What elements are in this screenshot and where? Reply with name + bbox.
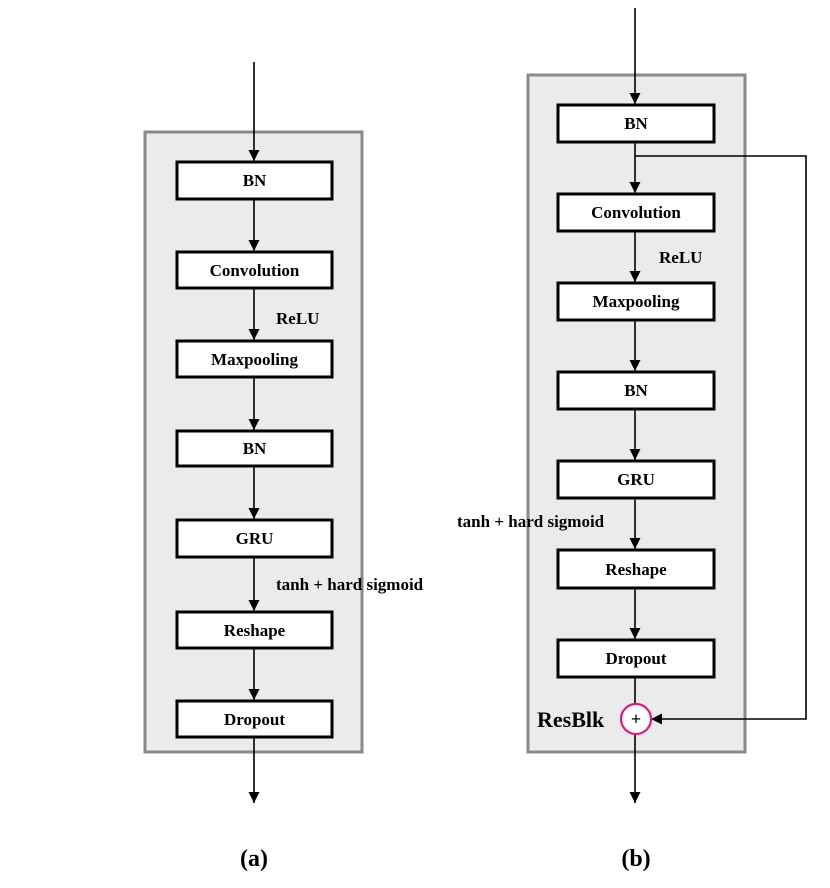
node-label: GRU — [236, 529, 274, 548]
annotation-activation: tanh + hard sigmoid — [457, 512, 605, 531]
node-b-dropout: Dropout — [556, 638, 716, 679]
node-label: BN — [243, 439, 267, 458]
node-b-maxpooling: Maxpooling — [556, 281, 716, 322]
node-a-convolution: Convolution — [175, 250, 334, 290]
node-label: BN — [243, 171, 267, 190]
annotation-activation: tanh + hard sigmoid — [276, 575, 424, 594]
diagram-a: BN Convolution Maxpooling BN GRU Reshape… — [143, 62, 424, 872]
node-a-dropout: Dropout — [175, 699, 334, 739]
node-label: BN — [624, 114, 648, 133]
node-label: Maxpooling — [593, 292, 680, 311]
node-label: Convolution — [210, 261, 300, 280]
node-label: Reshape — [224, 621, 286, 640]
node-b-bn-1: BN — [556, 103, 716, 144]
node-a-gru: GRU — [175, 518, 334, 559]
annotation-relu: ReLU — [276, 309, 319, 328]
sum-node: + — [619, 702, 653, 736]
resblk-label: ResBlk — [537, 707, 605, 732]
caption-b: (b) — [621, 846, 650, 872]
node-label: Reshape — [605, 560, 667, 579]
plus-icon: + — [631, 709, 641, 729]
sum-circle — [619, 702, 653, 736]
node-label: GRU — [617, 470, 655, 489]
node-label: Maxpooling — [211, 350, 298, 369]
node-label: Convolution — [591, 203, 681, 222]
node-label: Dropout — [224, 710, 285, 729]
caption-a: (a) — [240, 846, 268, 872]
node-label: BN — [624, 381, 648, 400]
node-a-bn-2: BN — [175, 429, 334, 468]
node-a-bn-1: BN — [175, 160, 334, 201]
node-b-bn-2: BN — [556, 370, 716, 411]
node-label: Dropout — [605, 649, 666, 668]
node-a-reshape: Reshape — [175, 610, 334, 650]
annotation-relu: ReLU — [659, 248, 702, 267]
node-b-reshape: Reshape — [556, 548, 716, 590]
skip-connection — [635, 155, 807, 725]
node-a-maxpooling: Maxpooling — [175, 339, 334, 379]
diagram-b: BN Convolution Maxpooling BN GRU Reshape… — [457, 8, 807, 872]
node-b-gru: GRU — [556, 459, 716, 500]
node-b-convolution: Convolution — [556, 192, 716, 233]
